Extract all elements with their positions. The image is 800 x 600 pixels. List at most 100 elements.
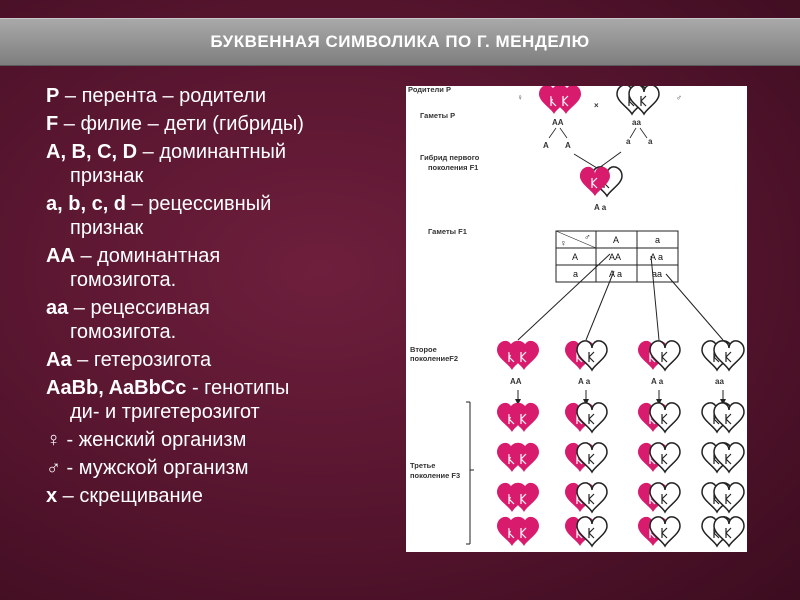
legend-desc: – рецессивный bbox=[126, 193, 272, 215]
legend-desc-cont: признак bbox=[70, 217, 144, 239]
legend-desc-cont: ди- и тригетерозигот bbox=[70, 401, 260, 423]
f3-heart bbox=[637, 482, 681, 513]
gamete-p-4: a bbox=[648, 137, 653, 146]
f2-genotype: A a bbox=[651, 377, 664, 386]
parent-heart-dominant bbox=[538, 86, 582, 115]
legend-desc-cont: гомозигота. bbox=[70, 321, 177, 343]
mendel-diagram: Родители P Гаметы Р Гибрид первого покол… bbox=[406, 86, 747, 552]
legend-desc: – доминантная bbox=[74, 245, 221, 267]
f2-genotype: aa bbox=[715, 377, 724, 386]
gamete-p-1: A bbox=[543, 141, 549, 150]
gamete-p-2: A bbox=[565, 141, 571, 150]
punnett-r2c1: A a bbox=[609, 269, 622, 279]
punnett-female: ♀ bbox=[560, 238, 567, 248]
male-symbol: ♂ bbox=[676, 93, 682, 102]
legend-item: x – скрещивание bbox=[46, 484, 396, 508]
legend-term: Aa bbox=[46, 349, 72, 371]
label-gametes-f1: Гаметы F1 bbox=[428, 227, 467, 236]
f3-heart bbox=[496, 482, 540, 513]
legend-item: Aa – гетерозигота bbox=[46, 348, 396, 372]
punnett-male: ♂ bbox=[584, 232, 591, 242]
label-third-2: поколение F3 bbox=[410, 471, 460, 480]
label-second-2: поколениеF2 bbox=[410, 354, 458, 363]
label-third: Третье bbox=[410, 461, 435, 470]
punnett-h1: A bbox=[613, 235, 619, 245]
f3-heart bbox=[701, 516, 745, 547]
legend-term: ♀ bbox=[46, 429, 61, 451]
f2-heart bbox=[564, 340, 608, 371]
legend-desc: – доминантный bbox=[137, 141, 287, 163]
legend-desc: – скрещивание bbox=[57, 485, 203, 507]
legend-desc: - женский организм bbox=[61, 429, 247, 451]
cross-symbol: × bbox=[594, 101, 599, 110]
punnett-r2c2: aa bbox=[652, 269, 662, 279]
legend-desc-cont: гомозигота. bbox=[70, 269, 177, 291]
label-parents: Родители P bbox=[408, 86, 451, 94]
punnett-r1c0: A bbox=[572, 252, 578, 262]
punnett-r1c2: A a bbox=[650, 252, 663, 262]
legend-term: A, B, C, D bbox=[46, 141, 138, 163]
f3-heart bbox=[564, 482, 608, 513]
f1-heart bbox=[579, 166, 623, 197]
legend-desc: – рецессивная bbox=[68, 297, 210, 319]
f3-heart bbox=[564, 516, 608, 547]
f2-genotype: A a bbox=[578, 377, 591, 386]
title-bar: БУКВЕННАЯ СИМВОЛИКА ПО Г. МЕНДЕЛЮ bbox=[0, 18, 800, 66]
legend-term: x bbox=[46, 485, 58, 507]
gamete-p-3: a bbox=[626, 137, 631, 146]
female-symbol: ♀ bbox=[517, 93, 523, 102]
legend-item: F – филие – дети (гибриды) bbox=[46, 112, 396, 136]
legend-term: AA bbox=[46, 245, 75, 267]
f3-heart bbox=[564, 402, 608, 433]
punnett-h2: a bbox=[655, 235, 660, 245]
legend-item: ♂ - мужской организм bbox=[46, 456, 396, 480]
label-gametes-p: Гаметы Р bbox=[420, 111, 455, 120]
f3-heart bbox=[564, 442, 608, 473]
legend-term: a, b, c, d bbox=[46, 193, 127, 215]
legend-item: P – перента – родители bbox=[46, 84, 396, 108]
f2-genotype: AA bbox=[510, 377, 522, 386]
legend-desc: – перента – родители bbox=[59, 85, 267, 107]
legend-term: P bbox=[46, 85, 60, 107]
legend-desc: – филие – дети (гибриды) bbox=[58, 113, 304, 135]
f3-heart bbox=[637, 402, 681, 433]
f2-heart bbox=[701, 340, 745, 371]
legend-desc: – гетерозигота bbox=[71, 349, 212, 371]
punnett-r1c1: AA bbox=[609, 252, 621, 262]
f3-heart bbox=[496, 516, 540, 547]
f3-heart bbox=[496, 402, 540, 433]
f3-heart bbox=[701, 442, 745, 473]
legend-term: AaBb, AaBbCc bbox=[46, 377, 187, 399]
f2-heart bbox=[637, 340, 681, 371]
f3-heart bbox=[701, 482, 745, 513]
f3-heart bbox=[701, 402, 745, 433]
f1-genotype: A a bbox=[594, 203, 607, 212]
label-hybrid-2: поколения F1 bbox=[428, 163, 478, 172]
f3-heart bbox=[637, 516, 681, 547]
diagram-svg: Родители P Гаметы Р Гибрид первого покол… bbox=[408, 86, 745, 547]
slide-title: БУКВЕННАЯ СИМВОЛИКА ПО Г. МЕНДЕЛЮ bbox=[210, 32, 590, 51]
legend-term: F bbox=[46, 113, 59, 135]
f2-heart bbox=[496, 340, 540, 371]
legend-desc: - мужской организм bbox=[61, 457, 249, 479]
punnett-r2c0: a bbox=[573, 269, 578, 279]
parent-heart-recessive bbox=[616, 86, 660, 115]
legend-term: аа bbox=[46, 297, 69, 319]
legend-term: ♂ bbox=[46, 457, 61, 479]
parent-genotype-1: AA bbox=[552, 118, 564, 127]
parent-genotype-2: aa bbox=[632, 118, 641, 127]
legend-desc-cont: признак bbox=[70, 165, 144, 187]
punnett-square: ♀ ♂ A a A AA A a a A a aa bbox=[555, 230, 679, 283]
label-second: Второе bbox=[410, 345, 437, 354]
f3-heart bbox=[496, 442, 540, 473]
legend-desc: - генотипы bbox=[186, 377, 290, 399]
f3-heart bbox=[637, 442, 681, 473]
legend-item: ♀ - женский организм bbox=[46, 428, 396, 452]
label-hybrid: Гибрид первого bbox=[420, 153, 480, 162]
